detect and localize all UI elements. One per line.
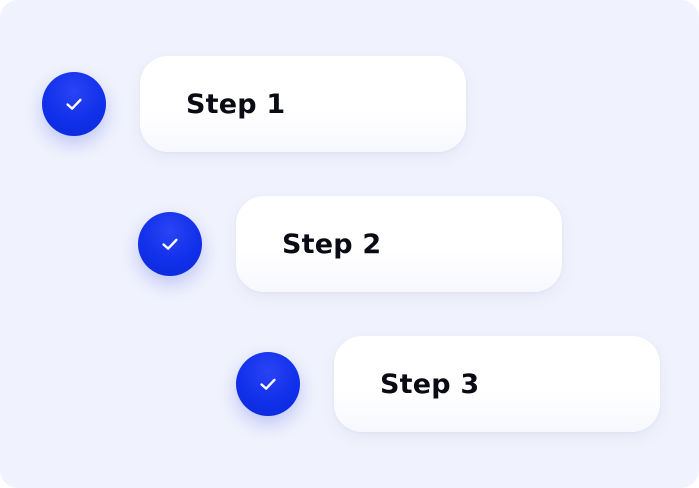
checkmark-icon xyxy=(260,378,276,390)
step-1-label: Step 1 xyxy=(186,88,286,120)
checkmark-icon xyxy=(162,238,178,250)
step-2-card[interactable]: Step 2 xyxy=(236,196,562,292)
step-2-label: Step 2 xyxy=(282,228,382,260)
step-1-complete-badge xyxy=(42,72,106,136)
step-3-complete-badge xyxy=(236,352,300,416)
checkmark-icon xyxy=(66,98,82,110)
step-1-card[interactable]: Step 1 xyxy=(140,56,466,152)
step-2-complete-badge xyxy=(138,212,202,276)
step-3-card[interactable]: Step 3 xyxy=(334,336,660,432)
step-3-label: Step 3 xyxy=(380,368,480,400)
